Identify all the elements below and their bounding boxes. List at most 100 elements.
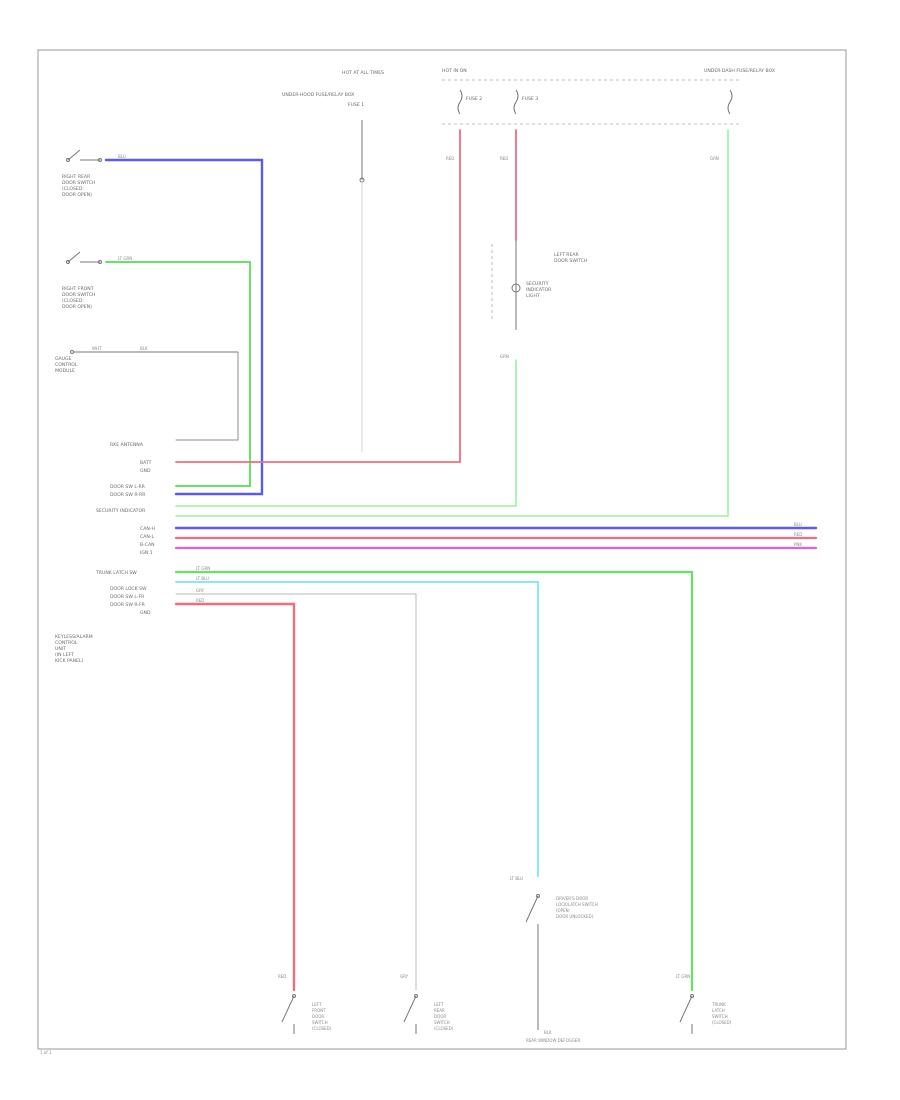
wire-label: GRY <box>400 974 409 979</box>
control-unit-name-line: UNIT <box>55 646 66 652</box>
page-footer: 1 of 1 <box>40 1050 52 1055</box>
switch-label-line: (CLOSED) <box>712 1020 732 1025</box>
wire-label: BLK <box>140 346 148 351</box>
pin-label: SECURITY INDICATOR <box>96 508 146 514</box>
switch-icon <box>525 895 539 1030</box>
switch-label-line: DOOR <box>434 1014 446 1019</box>
fuse-box-hot-label: HOT AT ALL TIMES <box>342 70 384 76</box>
pin-label: DOOR LOCK SW <box>110 586 147 592</box>
wire-ltgrn-trunk <box>174 570 694 992</box>
switch-driver-latch: LT BLU DRIVER'S DOOR LOCK/LATCH SWITCH (… <box>510 876 598 1043</box>
pin-label: RKE ANTENNA <box>110 442 144 448</box>
fuse-box-underdash-label: UNDER-DASH FUSE/RELAY BOX <box>704 68 775 74</box>
wire-gray-gauge <box>175 351 239 441</box>
switch-label-line: REAR <box>434 1008 445 1013</box>
fuse-box-hot-in-on-label: HOT IN ON <box>442 68 467 74</box>
fuse-box-fuse-1: FUSE 1 <box>348 102 364 108</box>
switch-label-line: LEFT <box>312 1002 322 1007</box>
switch-label-line: (CLOSED) <box>312 1026 332 1031</box>
switch-label-line: SWITCH <box>434 1020 450 1025</box>
diagram-frame <box>37 49 847 1050</box>
wire-label: LT GRN <box>676 974 690 979</box>
pin-label: B-CAN <box>140 542 155 548</box>
security-indicator-light: SECURITY INDICATOR LIGHT LEFT REAR DOOR … <box>491 244 587 322</box>
indicator-light-label-line: LIGHT <box>526 293 540 299</box>
switch-trunk: LT GRN TRUNK LATCH SWITCH (CLOSED) <box>676 974 732 1034</box>
wire-label: BLU <box>794 522 802 527</box>
wire-label: RED <box>278 974 286 979</box>
wire-ltgrn-right-front <box>105 261 251 487</box>
fuse-label-2: FUSE 2 <box>466 96 482 102</box>
wire-label: PNK <box>794 542 802 547</box>
wire-label: GRY <box>196 588 205 593</box>
indicator-light-label-line: SECURITY <box>526 281 549 287</box>
switch-label-line: LOCK/LATCH SWITCH <box>556 902 598 907</box>
pin-label: GND <box>140 468 151 474</box>
wire-label: GRN <box>500 354 509 359</box>
control-unit-name-line: KICK PANEL) <box>55 658 84 664</box>
wire-label: LT BLU <box>510 876 523 881</box>
fuse-icon <box>513 89 519 115</box>
wire-label: BLK <box>544 1030 552 1035</box>
switch-label-line: SWITCH <box>712 1014 728 1019</box>
switch-label-line: SWITCH <box>312 1020 328 1025</box>
wire-label: RED <box>446 156 454 161</box>
fuse-box-hot-in-on: HOT IN ON FUSE 2 FUSE 3 UNDER-DASH FUSE/… <box>442 68 775 125</box>
wire-grn-underdash <box>175 129 729 517</box>
switch-label-line: LEFT <box>434 1002 444 1007</box>
pin-label: DOOR SW R-FR <box>110 602 146 608</box>
switch-label-line: DOOR OPEN) <box>62 304 92 310</box>
gauge-label-line: GAUGE <box>55 356 72 362</box>
switch-left-rear: GRY LEFT REAR DOOR SWITCH (CLOSED) <box>400 974 454 1034</box>
switch-label-line: DOOR <box>312 1014 324 1019</box>
fuse-icon <box>727 89 733 115</box>
wire-label: LT GRN <box>196 566 210 571</box>
connector-top-label: LEFT REAR <box>554 252 580 258</box>
switch-label-line: DOOR UNLOCKED) <box>556 914 594 919</box>
fuse-box-underhood: HOT AT ALL TIMES UNDER-HOOD FUSE/RELAY B… <box>282 70 384 183</box>
wire-gry-left-rear <box>175 593 417 991</box>
switch-icon <box>403 995 417 1034</box>
rear-window-label: REAR WINDOW DEFOGGER <box>526 1038 580 1043</box>
wire-label: LT GRN <box>118 256 132 261</box>
switch-label-line: DOOR SWITCH <box>62 180 95 186</box>
control-unit-name: KEYLESS/ALARM CONTROL UNIT (IN LEFT KICK… <box>55 634 93 664</box>
switch-label-line: (CLOSED) <box>434 1026 454 1031</box>
switch-left-front: RED LEFT FRONT DOOR SWITCH (CLOSED) <box>278 974 332 1034</box>
switch-icon <box>67 149 100 161</box>
wire-label: RED <box>196 598 204 603</box>
wire-blu-right-rear <box>104 158 264 496</box>
pin-label: CAN-L <box>140 534 154 540</box>
pin-label: BATT <box>140 460 152 466</box>
switch-label-line: TRUNK <box>711 1002 726 1007</box>
pin-label: GND <box>140 610 151 616</box>
fuse-label-3: FUSE 3 <box>522 96 538 102</box>
control-unit-pins: RKE ANTENNA BATT GND DOOR SW L-RR DOOR S… <box>95 442 155 616</box>
switch-right-front: RIGHT FRONT DOOR SWITCH (CLOSED: DOOR OP… <box>62 251 102 310</box>
gauge-label-line: MODULE <box>55 368 75 374</box>
pin-label: TRUNK LATCH SW <box>95 570 137 576</box>
switch-icon <box>679 995 693 1034</box>
switch-icon <box>67 251 100 263</box>
control-unit-name-line: KEYLESS/ALARM <box>55 634 93 640</box>
fuse-box-underhood-label: UNDER-HOOD FUSE/RELAY BOX <box>282 92 354 98</box>
switch-label-line: DOOR OPEN) <box>62 192 92 198</box>
wire-label: RED <box>794 532 802 537</box>
switch-icon <box>281 995 295 1034</box>
wire-grn-security <box>175 359 517 507</box>
switch-right-rear: RIGHT REAR DOOR SWITCH (CLOSED: DOOR OPE… <box>62 149 102 198</box>
switch-label-line: DRIVER'S DOOR <box>556 896 588 901</box>
pin-label: DOOR SW L-FR <box>110 594 145 600</box>
pin-label: CAN-H <box>140 526 155 532</box>
switch-label-line: LATCH <box>712 1008 725 1013</box>
switch-label-line: RIGHT REAR <box>62 174 91 180</box>
switch-label-line: FRONT <box>312 1008 326 1013</box>
wire-red-batt <box>175 129 461 463</box>
wire-label: RED <box>500 156 508 161</box>
gauge-label-line: CONTROL <box>55 362 78 368</box>
switch-label-line: DOOR SWITCH <box>62 292 95 298</box>
control-unit-name-line: (IN LEFT <box>55 652 74 658</box>
connector-top-label: DOOR SWITCH <box>554 258 587 264</box>
wire-label: WHT <box>92 346 102 351</box>
